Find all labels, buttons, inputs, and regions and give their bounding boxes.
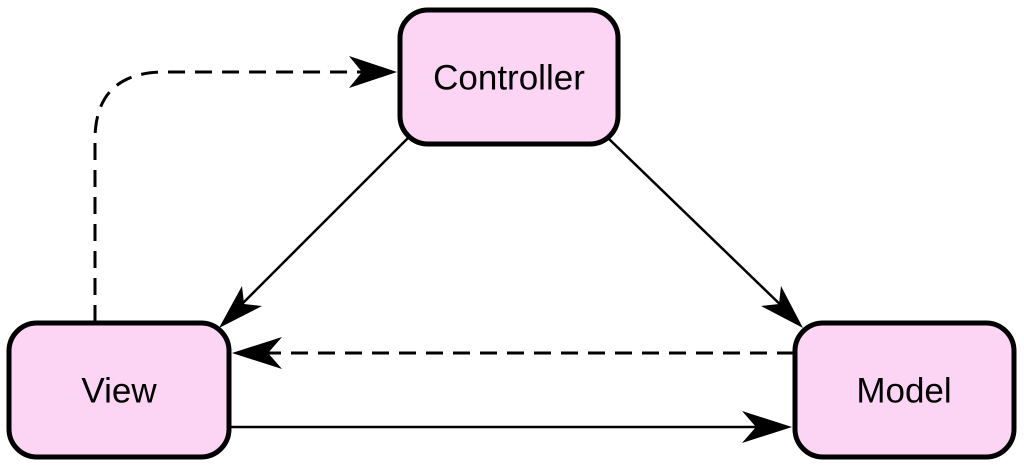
controller-label: Controller	[433, 59, 585, 98]
view-label: View	[81, 372, 157, 411]
view-node[interactable]: View	[6, 320, 232, 460]
controller-box	[397, 7, 621, 147]
arrowhead-controller-to-model	[761, 286, 803, 328]
arrowhead-model-to-view	[232, 337, 282, 369]
model-box	[792, 320, 1017, 460]
view-box	[6, 320, 232, 460]
controller-node[interactable]: Controller	[397, 7, 621, 147]
edges	[93, 56, 803, 443]
model-node[interactable]: Model	[792, 320, 1017, 460]
edge-controller-to-view	[231, 137, 409, 315]
edge-view-to-controller	[93, 70, 372, 322]
arrowhead-controller-to-view	[219, 286, 262, 328]
model-label: Model	[856, 372, 951, 411]
arrowhead-view-to-controller	[349, 56, 397, 88]
edge-controller-to-model	[607, 137, 791, 315]
arrowhead-view-to-model	[742, 411, 792, 443]
